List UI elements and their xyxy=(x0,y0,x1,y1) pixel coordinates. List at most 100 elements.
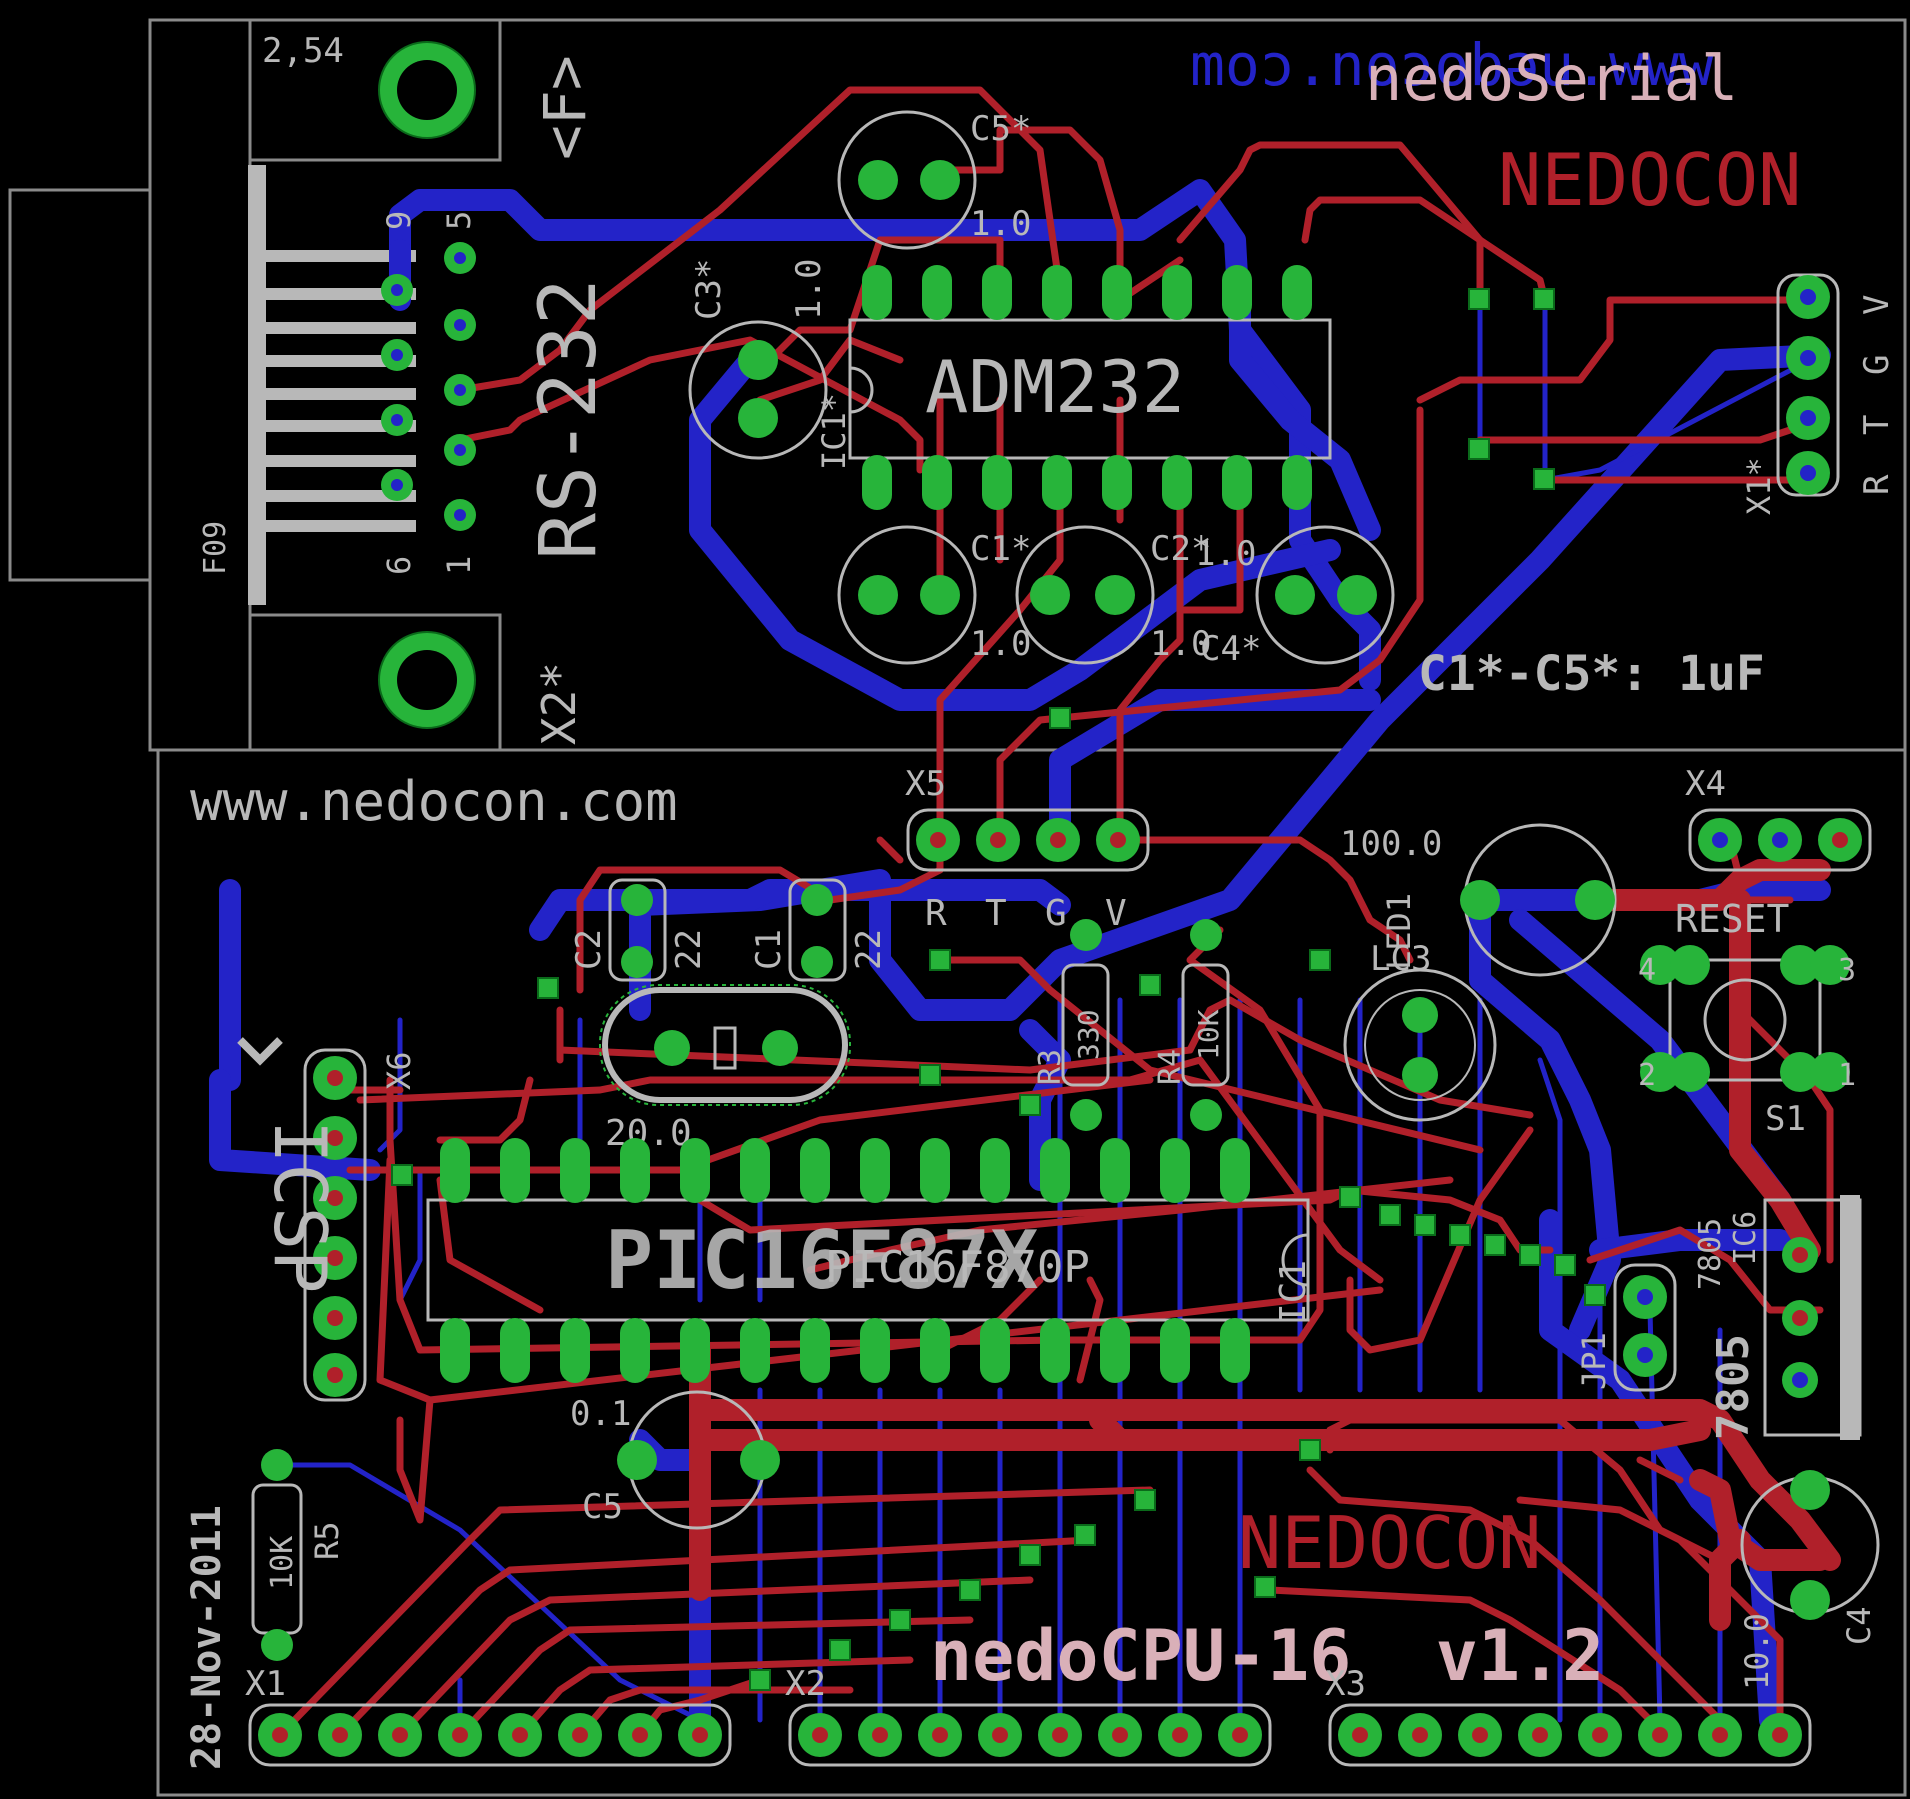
top-capacitor-pads xyxy=(738,160,1377,615)
top-capacitors xyxy=(688,110,1395,665)
s1-pin-2: 2 xyxy=(1638,1058,1656,1093)
ic-value-label: ADM232 xyxy=(925,345,1185,429)
c5-value: 1.0 xyxy=(970,204,1031,244)
pitch-label: 2,54 xyxy=(262,31,344,71)
product-name: nedoCPU-16 v1.2 xyxy=(930,1615,1604,1697)
date-label: 28-Nov-2011 xyxy=(184,1505,230,1770)
x1-pin-t: T xyxy=(1857,415,1897,435)
vias xyxy=(391,288,1606,1691)
c4-bottom-ref: C4 xyxy=(1840,1606,1878,1645)
c2-value: 1.0 xyxy=(1195,534,1256,574)
db9-body xyxy=(248,165,416,605)
regulator-value: 7805 xyxy=(1693,1218,1728,1290)
cap-note: C1*-C5*: 1uF xyxy=(1418,646,1765,702)
r3-value: 330 xyxy=(1072,1009,1105,1060)
db9-pads xyxy=(378,41,476,729)
x1-ref-bottom: X1 xyxy=(245,1664,286,1704)
x1-ref-top: X1* xyxy=(1740,457,1778,515)
c1-value-bottom: 22 xyxy=(849,929,889,970)
x6-icsp-header xyxy=(303,1048,367,1402)
c1-ref: C1* xyxy=(970,529,1031,569)
c2-ref: C2* xyxy=(1150,529,1211,569)
product-title-serial: nedoSerial xyxy=(1365,42,1738,115)
resistors-r3-r4 xyxy=(1061,919,1230,1131)
ceramic-caps xyxy=(608,878,847,982)
regulator-value-large: 7805 xyxy=(1708,1334,1759,1440)
pin5-label: 5 xyxy=(440,211,478,230)
c2-ref-bottom: C2 xyxy=(569,929,609,970)
ic-ref-label: IC1* xyxy=(815,393,853,470)
x1-pin-g: G xyxy=(1857,355,1897,375)
connector-ref: X2* xyxy=(532,662,586,745)
domain-mirrored: moɔ.noɔobəu.www xyxy=(1190,31,1714,99)
x1-pin-v: V xyxy=(1857,295,1897,315)
crystal xyxy=(599,984,851,1106)
c4-bottom-capacitor xyxy=(1740,1470,1880,1620)
x5-header xyxy=(906,808,1150,872)
c5-bottom-ref: C5 xyxy=(582,1487,623,1527)
lc3-component xyxy=(1343,968,1497,1122)
regulator-7805 xyxy=(1763,1195,1862,1440)
icsp-arrow-icon xyxy=(237,1037,283,1066)
r3-ref: R3 xyxy=(1033,1049,1068,1085)
x6-ref: X6 xyxy=(380,1051,418,1090)
adm232-ic xyxy=(848,265,1332,510)
jp1-ref: JP1 xyxy=(1575,1332,1613,1390)
reset-switch xyxy=(1640,945,1850,1092)
c4-value: 1.0 xyxy=(1150,624,1211,664)
led-capacitor xyxy=(1460,823,1617,977)
r5-resistor xyxy=(251,1449,303,1661)
x5-pin-r: R xyxy=(925,893,947,934)
reset-label: RESET xyxy=(1675,897,1789,941)
led-value: 100.0 xyxy=(1340,824,1442,864)
x5-pin-v: V xyxy=(1105,893,1127,934)
regulator-ref: IC6 xyxy=(1728,1211,1763,1265)
x2-ref-bottom: X2 xyxy=(785,1664,826,1704)
c4-ref: C4* xyxy=(1200,629,1261,669)
pin6-label: 6 xyxy=(380,556,418,575)
r5-value: 10K xyxy=(265,1536,300,1590)
power-traces xyxy=(689,859,1841,1631)
c3-value: 1.0 xyxy=(789,259,829,320)
x1-pin-r: R xyxy=(1857,474,1897,495)
c1-value: 1.0 xyxy=(970,624,1031,664)
c1-ref-bottom: C1 xyxy=(749,929,789,970)
jp1-jumper xyxy=(1613,1263,1677,1392)
pin1-label: 1 xyxy=(440,556,478,575)
lc3-ref: LC3 xyxy=(1370,939,1431,979)
mcu-ref: IC1 xyxy=(1273,1260,1314,1325)
mcu-alt-value: PIC16F870P xyxy=(825,1242,1090,1293)
c2-value-bottom: 22 xyxy=(669,929,709,970)
s1-pin-3: 3 xyxy=(1838,953,1856,988)
connector-title: RS-232 xyxy=(524,278,614,560)
s1-ref: S1 xyxy=(1765,1099,1806,1139)
c5-bottom-capacitor xyxy=(617,1390,780,1530)
x1-header-top xyxy=(1776,273,1840,497)
x4-header xyxy=(1688,808,1872,872)
pin9-label: 9 xyxy=(380,211,418,230)
led-ref: LED1 xyxy=(1380,893,1418,970)
brand-top: NEDOCON xyxy=(1498,138,1801,222)
x5-ref: X5 xyxy=(905,764,946,804)
brand-bottom: NEDOCON xyxy=(1238,1501,1541,1585)
r4-value: 10K xyxy=(1192,1009,1225,1060)
x5-pin-t: T xyxy=(985,893,1007,934)
r5-ref: R5 xyxy=(308,1521,346,1560)
icsp-label: ICSP xyxy=(258,1120,342,1293)
mcu-value: PIC16F87X xyxy=(605,1214,1038,1307)
website-url: www.nedocon.com xyxy=(190,770,678,833)
c5-bottom-value: 0.1 xyxy=(570,1394,631,1434)
connector-gender: <F> xyxy=(531,55,599,160)
pic-mcu xyxy=(426,1138,1310,1383)
c5-ref: C5* xyxy=(970,109,1031,149)
bottom-header-holes xyxy=(272,1727,1788,1743)
x4-ref: X4 xyxy=(1685,764,1726,804)
bottom-header-outlines xyxy=(248,1703,1812,1767)
connector-name: F09 xyxy=(198,521,233,575)
c3-ref: C3* xyxy=(689,259,729,320)
s1-pin-1: 1 xyxy=(1838,1058,1856,1093)
x3-ref-bottom: X3 xyxy=(1325,1664,1366,1704)
x5-pin-g: G xyxy=(1045,893,1067,934)
r4-ref: R4 xyxy=(1153,1049,1188,1085)
